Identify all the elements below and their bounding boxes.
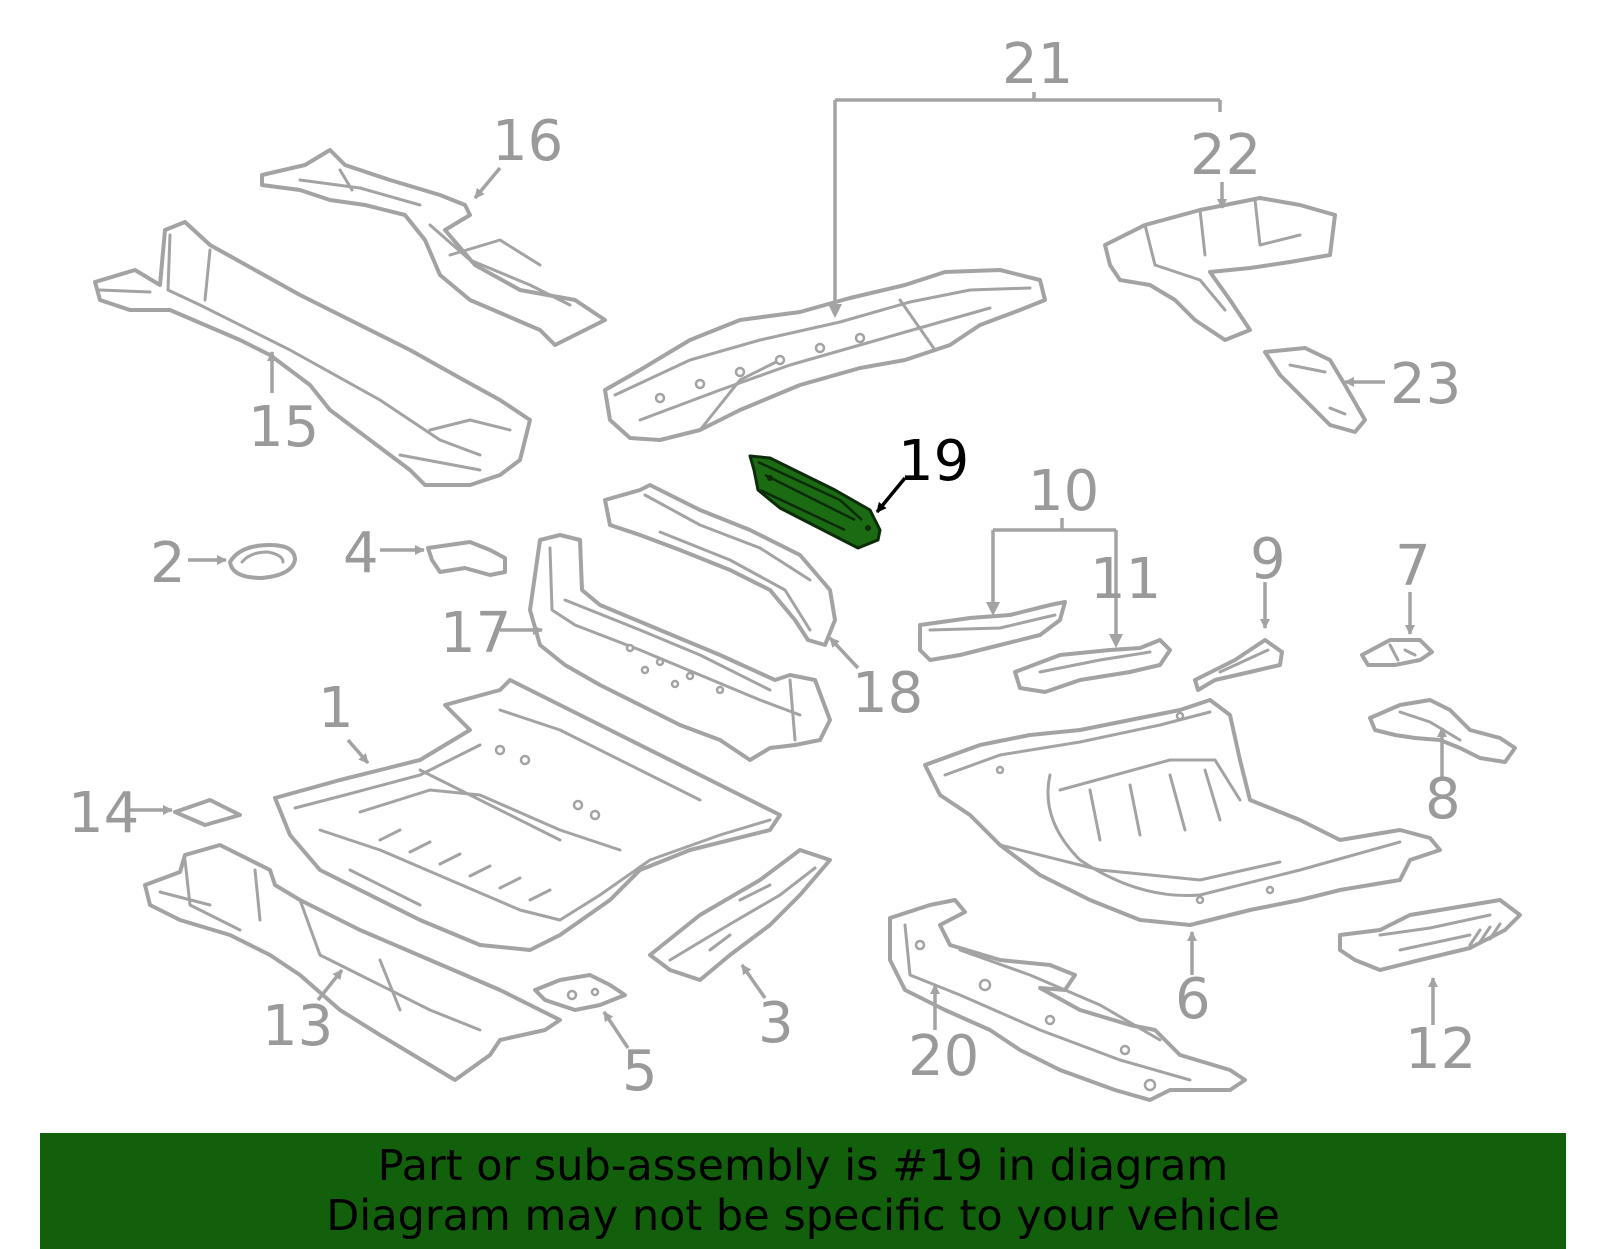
part-7-bracket <box>1360 638 1434 667</box>
callout-2: 2 <box>150 531 186 596</box>
banner-line-2: Diagram may not be specific to your vehi… <box>326 1191 1280 1241</box>
callout-13: 13 <box>262 994 333 1059</box>
callout-9: 9 <box>1250 527 1286 592</box>
part-12-reinforcement <box>1338 898 1522 972</box>
callout-3: 3 <box>758 991 794 1056</box>
part-11-reinforcement <box>1013 638 1172 694</box>
callout-labels: 21 22 16 15 23 19 10 2 4 9 7 11 17 18 1 … <box>68 32 1476 1104</box>
part-1-front-floor-pan <box>273 678 782 952</box>
callout-11: 11 <box>1090 547 1161 612</box>
callout-20: 20 <box>908 1024 979 1089</box>
callout-17: 17 <box>440 601 511 666</box>
callout-19: 19 <box>898 429 969 494</box>
part-18-crossmember <box>603 483 837 647</box>
part-19-highlighted-bracket <box>748 454 882 550</box>
callout-15: 15 <box>248 395 319 460</box>
part-16-panel <box>260 148 607 347</box>
part-2-grommet <box>228 543 297 580</box>
part-23-bracket <box>1263 346 1367 434</box>
callout-8: 8 <box>1425 767 1461 832</box>
callout-5: 5 <box>622 1039 658 1104</box>
callout-21: 21 <box>1002 32 1073 97</box>
part-15-crossmember <box>93 220 532 487</box>
callout-4: 4 <box>343 521 379 586</box>
part-9-bracket <box>1193 638 1284 692</box>
callout-14: 14 <box>68 781 139 846</box>
part-17-crossmember <box>528 533 832 762</box>
callout-10: 10 <box>1028 459 1099 524</box>
callout-6: 6 <box>1175 967 1211 1032</box>
banner-line-1: Part or sub-assembly is #19 in diagram <box>377 1141 1229 1191</box>
info-banner: Part or sub-assembly is #19 in diagram D… <box>40 1133 1566 1249</box>
callout-22: 22 <box>1190 123 1261 188</box>
part-5-plate <box>533 973 627 1012</box>
callout-12: 12 <box>1405 1017 1476 1082</box>
part-14-plate <box>173 798 242 827</box>
callout-16: 16 <box>492 109 563 174</box>
leader-lines <box>130 92 1447 1049</box>
callout-7: 7 <box>1395 534 1431 599</box>
part-21-side-rail-assembly <box>603 268 1047 442</box>
callout-23: 23 <box>1390 352 1461 417</box>
part-4-plate <box>426 540 507 577</box>
callout-1: 1 <box>318 676 354 741</box>
part-13-crossmember <box>143 843 562 1082</box>
callout-18: 18 <box>852 661 923 726</box>
part-22-rail-extension <box>1103 196 1337 342</box>
part-3-reinforcement <box>648 848 832 982</box>
part-10-reinforcement <box>918 600 1067 662</box>
part-20-crossmember <box>888 898 1247 1102</box>
part-6-rear-floor-pan <box>923 698 1442 927</box>
